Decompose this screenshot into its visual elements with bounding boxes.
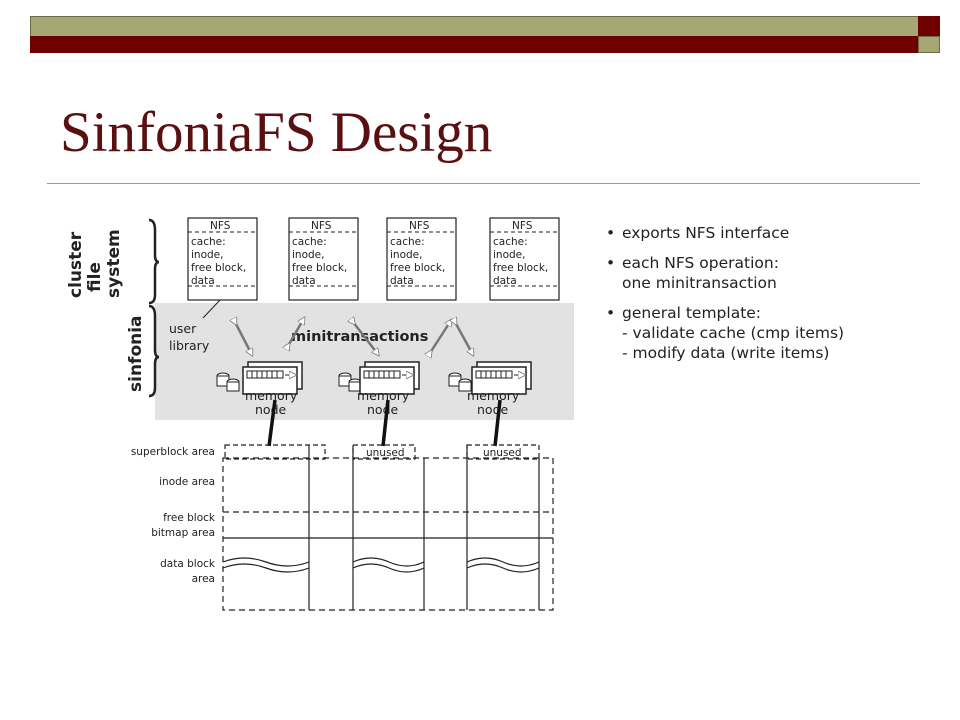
cache-line: inode, [191,249,223,261]
bullet-item: • general template: - validate cache (cm… [606,303,844,363]
corner-red-square [918,16,940,36]
sinfonia-brace [148,304,160,398]
double-arrow-icon [353,322,377,353]
bullet-dot-icon: • [606,304,616,322]
cache-line: cache: [191,236,226,248]
corner-olive-square [918,36,940,53]
cache-line: free block, [191,262,246,274]
node-connector [381,399,390,447]
cache-line: free block, [493,262,548,274]
break-wave [352,557,425,573]
red-stripe [30,36,918,53]
double-arrow-icon [430,322,450,353]
user-library-label: user [169,321,197,336]
double-arrow-icon [455,322,472,353]
double-arrow-icon [288,320,303,346]
superblock-area-label: superblock area [131,446,215,458]
inode-area-label: inode area [159,476,215,488]
data-block-area-label: data block [160,558,216,570]
bullet-subtext: - modify data (write items) [622,344,830,362]
slide-title: SinfoniaFS Design [60,101,493,164]
cache-line: data [493,275,517,287]
memory-node-icon [448,361,532,395]
free-block-area-label: bitmap area [151,527,215,539]
cache-line: cache: [390,236,425,248]
memory-node-label: node [477,402,509,417]
nfs-label: NFS [210,220,231,232]
cache-line: data [292,275,316,287]
superblock-box [224,444,326,460]
bullet-item: • exports NFS interface [606,223,844,243]
nfs-box: NFS cache: inode, free block, data [386,217,457,301]
cache-line: data [191,275,215,287]
cluster-brace [148,218,160,305]
cache-line: free block, [292,262,347,274]
bullet-text: each NFS operation: [622,254,779,272]
unused-label: unused [483,447,522,459]
free-block-area-label: free block [163,512,216,524]
nfs-label: NFS [512,220,533,232]
nfs-box: NFS cache: inode, free block, data [288,217,359,301]
double-arrow-icon [235,322,251,353]
cache-line: cache: [292,236,327,248]
nfs-box: NFS cache: inode, free block, data [489,217,560,301]
user-library-label: library [169,338,210,353]
memory-node-label: node [367,402,399,417]
bullet-item: • each NFS operation: one minitransactio… [606,253,844,293]
sinfoniafs-diagram: cluster file system sinfonia NFS cache: … [66,217,574,611]
bullet-text: exports NFS interface [622,224,790,242]
node-connector [493,399,502,447]
cluster-label: cluster [66,231,86,298]
node-connector [267,399,277,447]
bullet-dot-icon: • [606,224,616,242]
memory-node-label: memory [357,388,410,403]
bullet-text: general template: [622,304,762,322]
data-block-area-label: area [192,573,215,585]
storage-outline [222,457,554,611]
memory-node-icon [216,361,303,395]
cache-line: data [390,275,414,287]
cache-line: inode, [390,249,422,261]
nfs-label: NFS [409,220,430,232]
nfs-label: NFS [311,220,332,232]
olive-stripe [30,16,920,38]
memory-node-icon [338,361,420,395]
bullet-dot-icon: • [606,254,616,272]
memory-node-label: memory [467,388,520,403]
bullet-list: • exports NFS interface • each NFS opera… [606,223,844,373]
sinfonia-label: sinfonia [126,315,146,392]
memory-node-label: node [255,402,287,417]
cache-line: inode, [292,249,324,261]
unused-label: unused [366,447,405,459]
memory-node-label: memory [245,388,298,403]
cache-line: cache: [493,236,528,248]
break-wave [466,557,540,573]
title-divider [47,183,920,184]
break-wave [222,557,310,573]
bullet-subtext: one minitransaction [622,274,777,292]
top-decoration-bar [30,16,940,53]
cache-line: free block, [390,262,445,274]
cache-line: inode, [493,249,525,261]
file-label: file [85,262,105,292]
nfs-box: NFS cache: inode, free block, data [187,217,258,301]
bullet-subtext: - validate cache (cmp items) [622,324,845,342]
system-label: system [104,229,124,298]
